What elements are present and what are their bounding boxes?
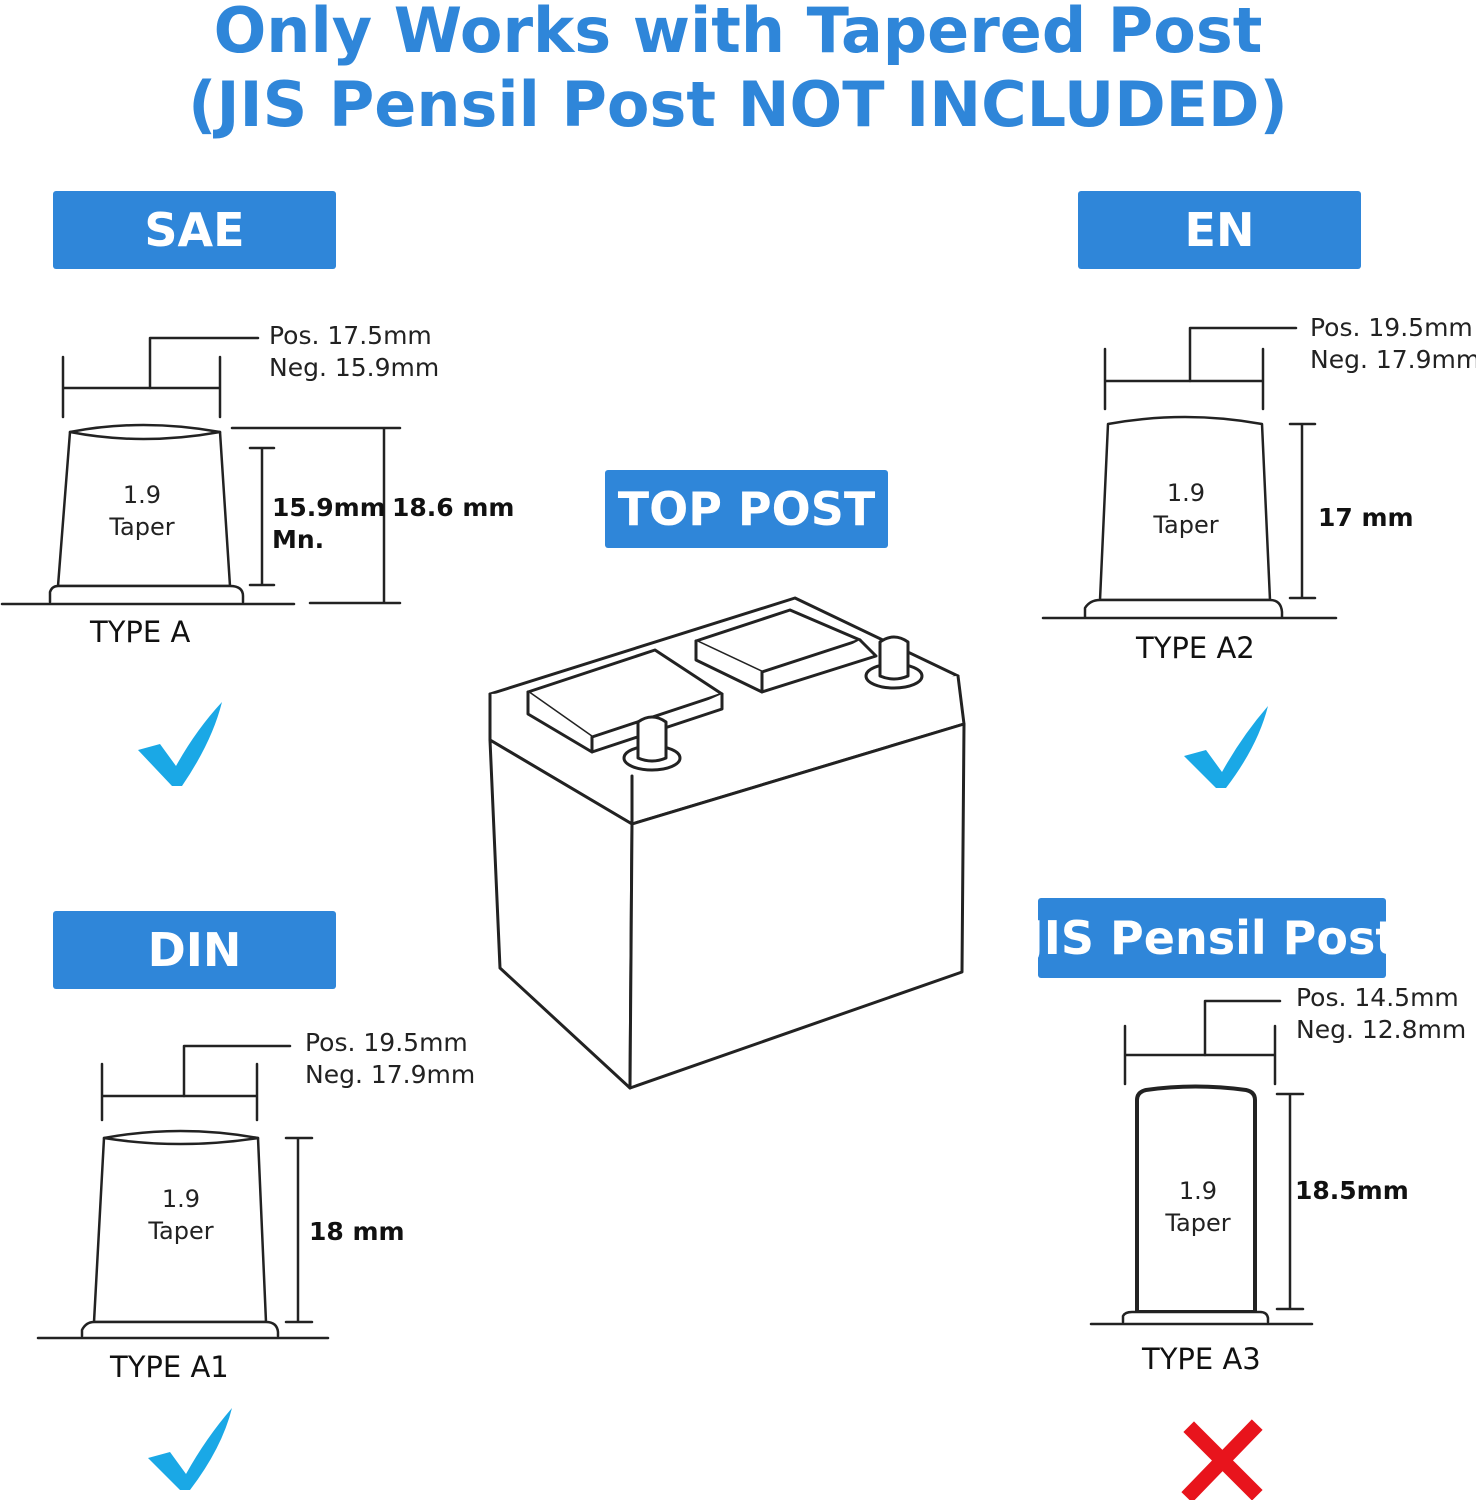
sae-post-drawing: [0, 336, 402, 606]
battery-front-face: [628, 722, 966, 1090]
din-type: TYPE A1: [110, 1350, 229, 1384]
en-post-drawing: [1041, 326, 1338, 620]
en-post-base: [1083, 598, 1284, 619]
sae-outer-height-line: [230, 426, 402, 605]
en-diameter-leader: [1188, 326, 1298, 383]
sae-taper-number: 1.9: [122, 481, 162, 509]
jis-taper-number: 1.9: [1178, 1177, 1218, 1205]
din-label: DIN: [53, 911, 336, 989]
en-check-icon: [1184, 706, 1268, 788]
sae-neg-diameter: Neg. 15.9mm: [269, 353, 440, 382]
en-pos-diameter: Pos. 19.5mm: [1310, 313, 1473, 342]
jis-post-drawing: [1089, 999, 1314, 1326]
jis-neg-diameter: Neg. 12.8mm: [1296, 1015, 1467, 1044]
sae-post-base: [48, 584, 245, 604]
sae-diameter-leader: [148, 336, 260, 390]
jis-diameter-leader: [1203, 999, 1282, 1057]
din-post-base: [80, 1320, 280, 1338]
jis-type: TYPE A3: [1142, 1342, 1261, 1376]
jis-taper-word: Taper: [1165, 1209, 1231, 1237]
en-height-line: [1288, 422, 1317, 600]
din-post-top-rim: [102, 1136, 260, 1146]
en-height: 17 mm: [1318, 503, 1414, 532]
sae-check-icon: [138, 702, 222, 786]
en-type: TYPE A2: [1136, 631, 1255, 665]
din-taper-word: Taper: [148, 1217, 214, 1245]
sae-post-top-rim: [68, 430, 222, 441]
en-label: EN: [1078, 191, 1361, 269]
en-taper-number: 1.9: [1166, 479, 1206, 507]
en-neg-diameter: Neg. 17.9mm: [1310, 345, 1476, 374]
din-post-drawing: [36, 1044, 330, 1340]
jis-label: JIS Pensil Post: [1027, 898, 1397, 978]
din-neg-diameter: Neg. 17.9mm: [305, 1060, 476, 1089]
sae-diameter-line: [61, 355, 222, 419]
jis-height-line: [1275, 1092, 1305, 1311]
sae-inner-height-line: [248, 446, 276, 587]
jis-pos-diameter: Pos. 14.5mm: [1296, 983, 1459, 1012]
din-diameter-leader: [182, 1044, 292, 1098]
page-title-line-1: Only Works with Tapered Post: [213, 0, 1263, 67]
sae-outer-height: 18.6 mm: [392, 493, 515, 522]
battery-cap-left-side: [526, 690, 724, 754]
battery-illustration: [488, 596, 966, 1090]
top-post-label: TOP POST: [605, 470, 888, 548]
battery-terminal-right: [878, 635, 910, 681]
sae-inner-height: 15.9mm: [272, 493, 386, 522]
battery-terminal-left: [636, 715, 668, 763]
din-check-icon: [148, 1408, 232, 1490]
din-taper-number: 1.9: [161, 1185, 201, 1213]
sae-inner-height-note: Mn.: [272, 525, 325, 554]
jis-cross-icon: [1181, 1419, 1263, 1500]
din-pos-diameter: Pos. 19.5mm: [305, 1028, 468, 1057]
en-post-body: [1098, 415, 1272, 602]
battery-cap-right-side: [694, 638, 878, 694]
din-diameter-line: [100, 1062, 259, 1122]
en-taper-word: Taper: [1153, 511, 1219, 539]
jis-height: 18.5mm: [1295, 1176, 1409, 1205]
jis-post-base: [1121, 1310, 1270, 1324]
jis-post-body: [1135, 1084, 1257, 1314]
jis-diameter-line: [1123, 1024, 1277, 1086]
sae-label: SAE: [53, 191, 336, 269]
page-title-line-2: (JIS Pensil Post NOT INCLUDED): [188, 68, 1288, 141]
sae-taper-word: Taper: [109, 513, 175, 541]
din-height-line: [284, 1136, 314, 1324]
sae-type: TYPE A: [90, 615, 191, 649]
din-height: 18 mm: [309, 1217, 405, 1246]
en-diameter-line: [1103, 347, 1265, 411]
sae-pos-diameter: Pos. 17.5mm: [269, 321, 432, 350]
